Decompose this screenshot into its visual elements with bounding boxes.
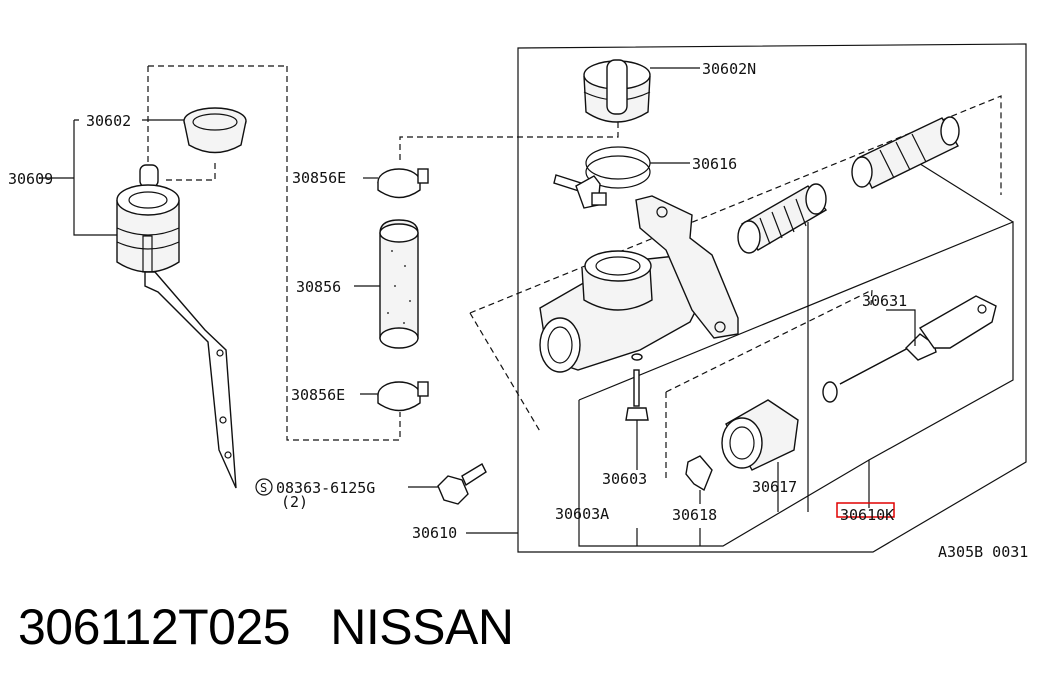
footer-caption: 306112T025 NISSAN: [18, 598, 514, 656]
dash-envelope-top: [469, 95, 1002, 314]
label-ref-code: A305B 0031: [938, 543, 1028, 561]
pushrod-part: [822, 295, 997, 403]
dash-hose-loop: [286, 66, 401, 441]
label-30609: 30609: [8, 170, 53, 188]
label-30618: 30618: [672, 506, 717, 524]
bleeder-screw-small: [553, 174, 607, 209]
bleeder-screw-part: [625, 353, 649, 421]
leader-30631: [886, 309, 916, 346]
label-30856e-bottom: 30856E: [291, 386, 345, 404]
reservoir-cap-part: [183, 107, 247, 154]
bolt-part: [437, 463, 487, 505]
hose-part: [379, 219, 419, 349]
label-30616: 30616: [692, 155, 737, 173]
label-30856e-top: 30856E: [292, 169, 346, 187]
label-30603: 30603: [602, 470, 647, 488]
brand-name: NISSAN: [330, 599, 514, 655]
kit-highlight-box: [836, 502, 895, 518]
reservoir-part: [116, 164, 180, 273]
clamp-bottom-part: [377, 381, 429, 412]
pushrod-guide-line: [908, 156, 1014, 223]
leader-30609: [40, 119, 117, 236]
assembly-frame: [517, 43, 1027, 553]
label-30602n: 30602N: [702, 60, 756, 78]
dash-hose-top: [399, 120, 619, 160]
perspective-lines: [578, 221, 1014, 508]
boot-part: [721, 399, 799, 471]
label-bolt-symbol: S: [260, 481, 267, 495]
label-bolt-qty: (2): [281, 493, 308, 511]
label-30603a: 30603A: [555, 505, 609, 523]
label-bolt: 08363-6125G: [276, 479, 375, 497]
bottom-bracket-line: [578, 400, 870, 547]
label-30610k: 30610K: [840, 506, 894, 524]
part-number: 306112T025: [18, 599, 291, 655]
cap-n-part: [583, 59, 651, 123]
dash-reservoir-cap: [166, 163, 216, 181]
bolt-symbol-circle: [255, 478, 273, 496]
piston-spring-part: [737, 183, 828, 254]
dash-envelope-left: [469, 312, 542, 434]
boot-plate-part: [685, 455, 713, 492]
label-30602: 30602: [86, 112, 131, 130]
label-30610: 30610: [412, 524, 457, 542]
reservoir-bracket: [144, 271, 237, 489]
clamp-top-part: [377, 168, 429, 199]
label-30631: 30631: [862, 292, 907, 310]
piston-part: [851, 116, 960, 189]
label-30856: 30856: [296, 278, 341, 296]
master-cylinder-body: [539, 195, 739, 373]
label-30617: 30617: [752, 478, 797, 496]
